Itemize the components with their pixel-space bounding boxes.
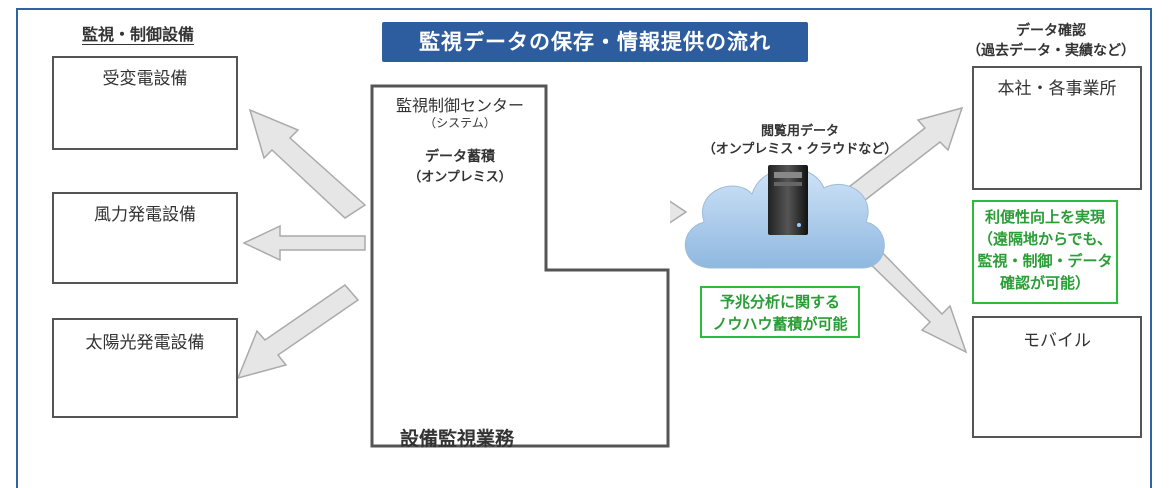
storage-label: データ蓄積 xyxy=(425,149,495,165)
knowhow-box: 予兆分析に関する ノウハウ蓄積が可能 xyxy=(700,286,860,338)
facility-box-wind: 風力発電設備 xyxy=(52,192,238,284)
center-title: 監視制御センター xyxy=(395,96,524,115)
office-label: 本社・各事業所 xyxy=(997,79,1117,99)
facility-box-solar: 太陽光発電設備 xyxy=(52,318,238,418)
arrow-to-office xyxy=(843,106,964,205)
benefit-line-4: 確認が可能） xyxy=(999,274,1090,292)
storage-sublabel: （オンプレミス） xyxy=(408,170,512,185)
arrow-to-mobile xyxy=(858,240,968,354)
office-box: 本社・各事業所 xyxy=(972,66,1142,190)
knowhow-line-1: 予兆分析に関する xyxy=(719,293,840,311)
diagram-frame xyxy=(16,8,1152,488)
knowhow-line-2: ノウハウ蓄積が可能 xyxy=(712,315,848,333)
work-label: 設備監視業務 xyxy=(400,428,515,450)
arrow-to-substation xyxy=(248,108,367,219)
facility-label-solar: 太陽光発電設備 xyxy=(85,333,205,353)
arrow-to-wind xyxy=(242,224,366,262)
facility-box-substation: 受変電設備 xyxy=(52,56,238,150)
benefit-line-3: 監視・制御・データ xyxy=(977,252,1113,270)
right-heading-1: データ確認 xyxy=(1016,23,1086,39)
cloud-server-icon xyxy=(768,165,808,235)
facility-label-substation: 受変電設備 xyxy=(102,69,188,89)
title-banner: 監視データの保存・情報提供の流れ xyxy=(382,22,808,62)
center-system-box xyxy=(370,84,670,448)
right-heading-2: （過去データ・実績など） xyxy=(967,43,1135,59)
cloud-label: 閲覧用データ xyxy=(760,124,839,139)
mobile-box: モバイル xyxy=(972,316,1142,438)
left-heading: 監視・制御設備 xyxy=(82,25,195,44)
arrow-to-solar xyxy=(236,284,360,380)
benefit-line-2: （遠隔地からでも、 xyxy=(977,230,1113,248)
center-box-outline xyxy=(370,84,670,448)
facility-label-wind: 風力発電設備 xyxy=(94,205,196,225)
center-subtitle: （システム） xyxy=(424,116,496,130)
benefit-line-1: 利便性向上を実現 xyxy=(984,208,1105,226)
benefit-box: 利便性向上を実現 （遠隔地からでも、 監視・制御・データ 確認が可能） xyxy=(972,200,1118,304)
cloud-sublabel: （オンプレミス・クラウドなど） xyxy=(702,142,898,157)
mobile-label: モバイル xyxy=(1023,331,1091,351)
